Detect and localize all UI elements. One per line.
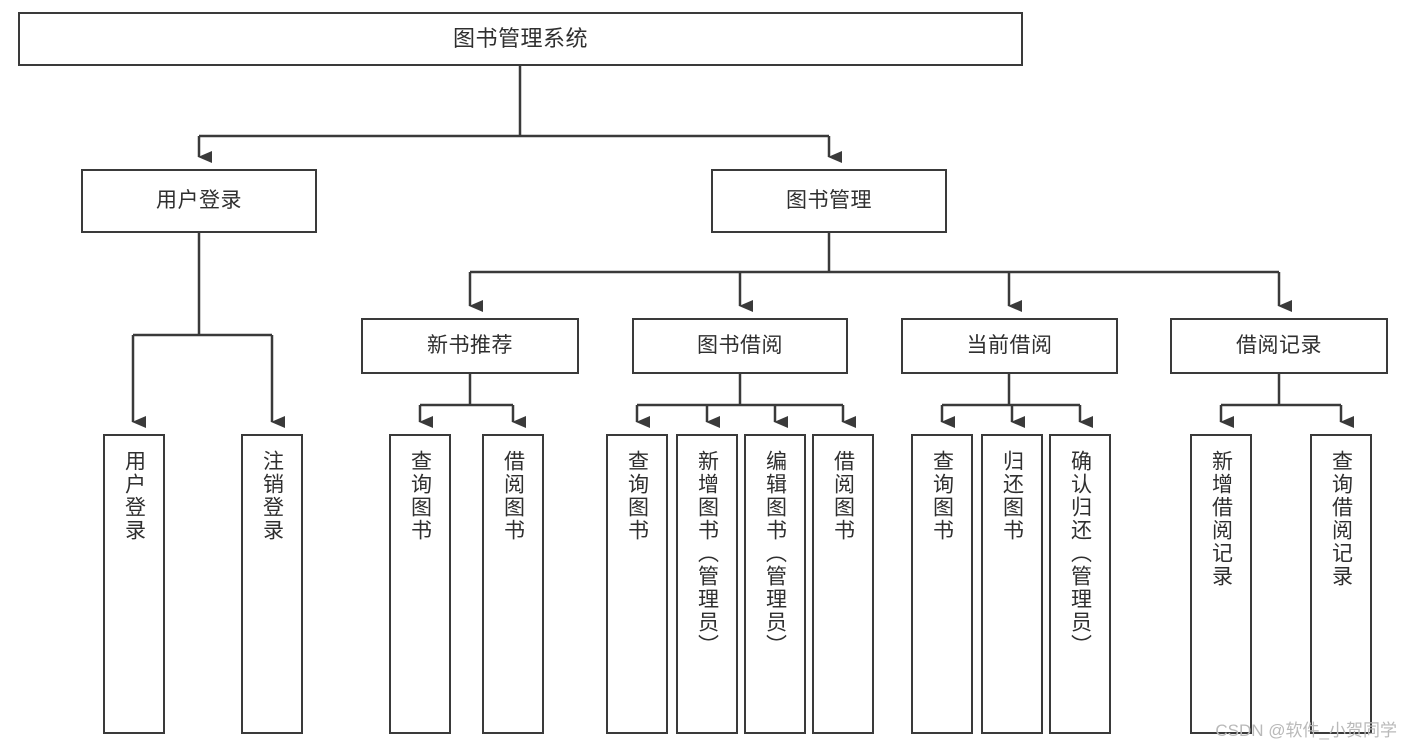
- node-leaf-confirm-return-admin[interactable]: 确认归还（管理员）: [1049, 434, 1111, 734]
- node-label: 借阅图书: [501, 450, 525, 542]
- node-label: 查询图书: [930, 450, 954, 542]
- node-label: 查询图书: [408, 450, 432, 542]
- node-label: 借阅图书: [831, 450, 855, 542]
- csdn-watermark: CSDN @软件_小贺同学: [1215, 721, 1397, 740]
- node-label: 新增借阅记录: [1209, 450, 1233, 588]
- node-label: 归还图书: [1000, 450, 1024, 542]
- node-label: 查询图书: [625, 450, 649, 542]
- node-leaf-query-book-recommend[interactable]: 查询图书: [389, 434, 451, 734]
- node-borrow-record[interactable]: 借阅记录: [1170, 318, 1388, 374]
- node-label: 确认归还（管理员）: [1068, 450, 1092, 657]
- node-leaf-user-login[interactable]: 用户登录: [103, 434, 165, 734]
- node-new-book-recommend[interactable]: 新书推荐: [361, 318, 579, 374]
- node-label: 编辑图书（管理员）: [763, 450, 787, 657]
- node-root-book-management-system[interactable]: 图书管理系统: [18, 12, 1023, 66]
- node-user-login[interactable]: 用户登录: [81, 169, 317, 233]
- node-label: 图书管理系统: [452, 26, 588, 52]
- node-label: 用户登录: [156, 188, 242, 212]
- node-label: 新书推荐: [427, 333, 513, 357]
- node-label: 用户登录: [122, 450, 146, 542]
- node-label: 注销登录: [260, 450, 284, 542]
- node-leaf-query-book-current[interactable]: 查询图书: [911, 434, 973, 734]
- node-label: 查询借阅记录: [1329, 450, 1353, 588]
- node-label: 借阅记录: [1236, 333, 1322, 357]
- node-leaf-return-book[interactable]: 归还图书: [981, 434, 1043, 734]
- node-label: 图书管理: [786, 188, 872, 212]
- node-leaf-logout-login[interactable]: 注销登录: [241, 434, 303, 734]
- node-leaf-query-borrow-record[interactable]: 查询借阅记录: [1310, 434, 1372, 734]
- node-leaf-borrow-book-recommend[interactable]: 借阅图书: [482, 434, 544, 734]
- node-label: 新增图书（管理员）: [695, 450, 719, 657]
- node-leaf-borrow-book[interactable]: 借阅图书: [812, 434, 874, 734]
- node-leaf-query-book-borrow[interactable]: 查询图书: [606, 434, 668, 734]
- node-label: 当前借阅: [966, 333, 1053, 357]
- node-leaf-add-book-admin[interactable]: 新增图书（管理员）: [676, 434, 738, 734]
- node-current-borrow[interactable]: 当前借阅: [901, 318, 1118, 374]
- node-leaf-add-borrow-record[interactable]: 新增借阅记录: [1190, 434, 1252, 734]
- node-leaf-edit-book-admin[interactable]: 编辑图书（管理员）: [744, 434, 806, 734]
- node-book-borrow[interactable]: 图书借阅: [632, 318, 848, 374]
- node-label: 图书借阅: [697, 333, 783, 357]
- node-book-management[interactable]: 图书管理: [711, 169, 947, 233]
